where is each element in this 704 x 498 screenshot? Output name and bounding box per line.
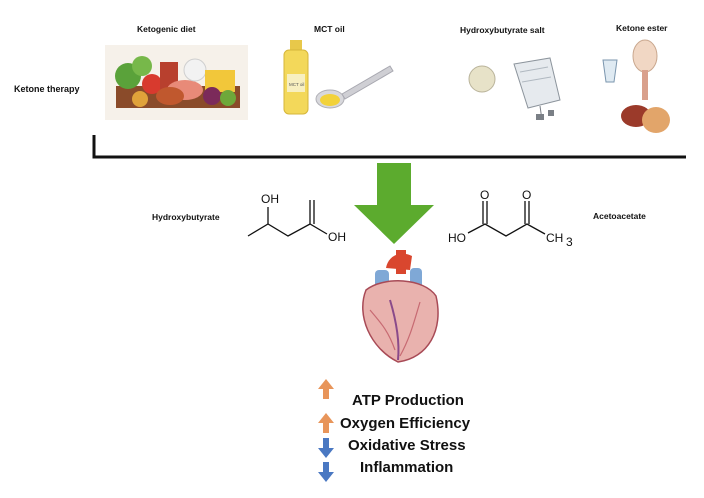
effect-oxidative-stress: Oxidative Stress bbox=[348, 437, 466, 454]
food-basket-icon bbox=[105, 45, 248, 120]
therapy-bracket bbox=[92, 135, 686, 159]
hydroxybutyrate-structure bbox=[247, 200, 328, 237]
source-label-hydroxybutyrate-salt: Hydroxybutyrate salt bbox=[460, 25, 545, 35]
salt-pill-bag-icon bbox=[468, 57, 561, 121]
arrow-up-icon bbox=[318, 379, 334, 399]
main-down-arrow bbox=[354, 163, 434, 244]
atom-oh-end: OH bbox=[328, 230, 346, 244]
atom-oh-top: OH bbox=[261, 192, 279, 206]
source-label-ketone-ester: Ketone ester bbox=[616, 23, 668, 33]
atom-ch: CH bbox=[546, 231, 563, 245]
arrow-up-icon bbox=[318, 413, 334, 433]
atom-o2: O bbox=[522, 188, 531, 202]
ketone-therapy-label: Ketone therapy bbox=[14, 84, 80, 94]
atom-sub3: 3 bbox=[566, 235, 573, 249]
heart-icon bbox=[362, 250, 439, 363]
atom-ho: HO bbox=[448, 231, 466, 245]
acetoacetate-structure bbox=[467, 201, 546, 237]
drink-digestive-system-icon bbox=[602, 39, 670, 133]
arrow-down-icon bbox=[318, 462, 334, 482]
effect-inflammation: Inflammation bbox=[360, 459, 454, 476]
source-label-mct-oil: MCT oil bbox=[314, 24, 345, 34]
effect-atp-production: ATP Production bbox=[352, 392, 464, 409]
acetoacetate-label: Acetoacetate bbox=[593, 211, 646, 221]
arrow-down-icon bbox=[318, 438, 334, 458]
oil-bottle-spoon-icon: MCT oil bbox=[283, 40, 394, 115]
effect-oxygen-efficiency: Oxygen Efficiency bbox=[340, 415, 471, 432]
hydroxybutyrate-label: Hydroxybutyrate bbox=[152, 212, 220, 222]
atom-o1: O bbox=[480, 188, 489, 202]
bottle-label: MCT oil bbox=[289, 82, 304, 87]
source-label-ketogenic-diet: Ketogenic diet bbox=[137, 24, 196, 34]
